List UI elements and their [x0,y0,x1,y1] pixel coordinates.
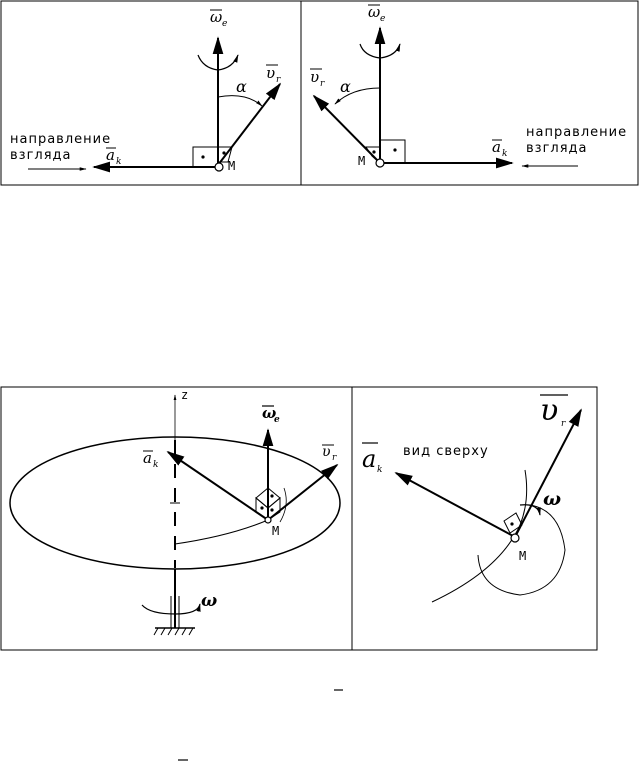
radius-line [174,519,269,545]
right-angle-box [192,146,219,168]
perpendicular-dot-icon-2 [372,150,376,154]
figure-2: z ω ω e [0,386,598,651]
v-r-label: υ [310,68,319,86]
perpendicular-dot-icon-2 [260,506,264,510]
point-m-label: M [358,154,365,168]
omega-e-label: ω [368,3,380,21]
v-r-subscript: r [276,75,281,85]
omega-rotation-arc-icon [141,603,201,615]
perpendicular-dot-icon [201,155,205,159]
view-direction-line2: взгляда [10,148,72,163]
perpendicular-dot-icon-3 [270,508,274,512]
figure-2-right-panel: вид сверху a k υ r ω M [362,393,582,603]
omega-e-subscript: e [274,415,280,425]
omega-label: ω [543,488,561,510]
v-r-label: υ [322,444,331,460]
perpendicular-dot-icon [270,494,274,498]
z-axis-label: z [181,388,188,402]
point-m-label: M [228,159,235,173]
right-angle-box-2 [217,146,233,163]
a-k-subscript: k [377,465,382,475]
a-k-vector [394,472,516,538]
alpha-arc-icon [334,87,381,105]
point-m [264,516,272,524]
alpha-label: α [236,77,247,96]
perpendicular-dot-icon-2 [222,151,226,155]
right-angle-box [379,139,406,164]
view-direction-line1: направление [10,132,111,147]
v-r-label: υ [540,393,558,428]
top-view-caption: вид сверху [403,444,489,459]
support-hatch-icon [153,627,194,636]
right-angle-box-3 [267,496,281,521]
rotation-arc-icon [359,43,401,59]
rotation-circle [477,504,566,596]
a-k-vector [166,450,269,521]
figure-1-left-panel: ω e υ r α a k M нап [10,8,282,173]
v-r-vector [267,463,339,521]
figure-2-frame [0,386,598,651]
view-direction-line2: взгляда [526,141,588,156]
v-r-vector [217,82,282,166]
perpendicular-dot-icon [393,148,397,152]
point-m [510,533,520,543]
point-m [214,162,224,172]
v-r-subscript: r [320,79,325,89]
v-r-vector [514,408,582,538]
a-k-subscript: k [153,460,158,470]
perpendicular-dot-icon [510,522,514,526]
alpha-label: α [340,77,351,96]
figure-1: ω e υ r α a k M нап [0,0,639,186]
figure-1-frame [0,0,639,186]
point-m-label: M [272,524,279,538]
omega-e-subscript: e [380,14,385,24]
a-k-subscript: k [116,157,121,167]
point-m [375,158,385,168]
rotation-arc-icon [197,54,239,71]
a-k-label: a [106,146,115,164]
a-k-subscript: k [502,149,507,159]
a-k-label: a [492,138,501,156]
a-k-label: a [143,449,152,467]
a-k-label: a [362,445,376,473]
omega-e-label: ω [262,404,276,422]
omega-e-subscript: e [222,19,227,29]
v-r-subscript: r [561,419,566,429]
omega-label: ω [201,591,217,611]
figure-1-right-panel: ω e υ r α a k M направлени [310,3,627,169]
right-angle-box [503,512,523,534]
omega-e-label: ω [210,8,222,26]
v-r-label: υ [266,64,275,82]
omega-rotation-arc-icon [519,504,541,516]
trajectory-arc [279,487,287,523]
view-direction-line1: направление [526,125,627,140]
v-r-subscript: r [332,453,337,463]
point-m-label: M [519,549,526,563]
alpha-arc-icon [217,95,263,107]
figure-2-left-panel: z ω ω e [9,388,341,636]
